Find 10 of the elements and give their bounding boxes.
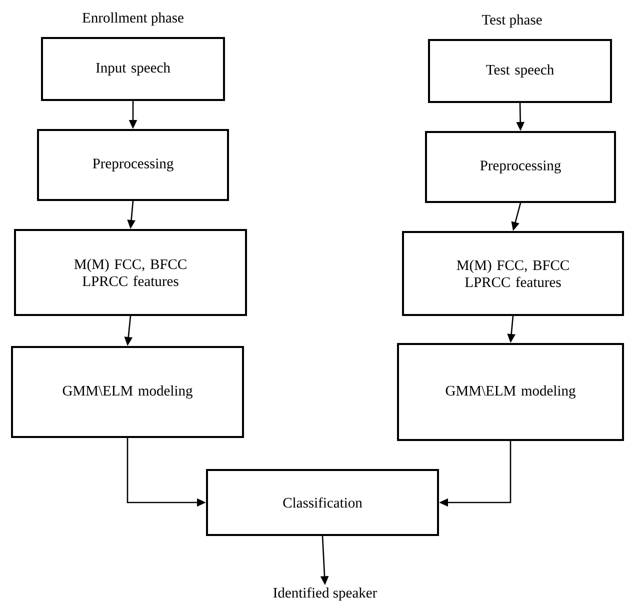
process-box: GMM\ELM modeling [11, 346, 244, 438]
process-box: M(M) FCC, BFCC LPRCC features [14, 229, 247, 316]
process-box: Classification [206, 469, 439, 536]
process-box: Input speech [41, 37, 225, 101]
process-box: GMM\ELM modeling [397, 343, 624, 441]
process-box: Preprocessing [425, 131, 616, 203]
output-text: Identified speaker [273, 587, 378, 601]
process-box: Preprocessing [37, 129, 229, 201]
process-box: Test speech [428, 39, 612, 103]
process-box: M(M) FCC, BFCC LPRCC features [402, 231, 624, 316]
